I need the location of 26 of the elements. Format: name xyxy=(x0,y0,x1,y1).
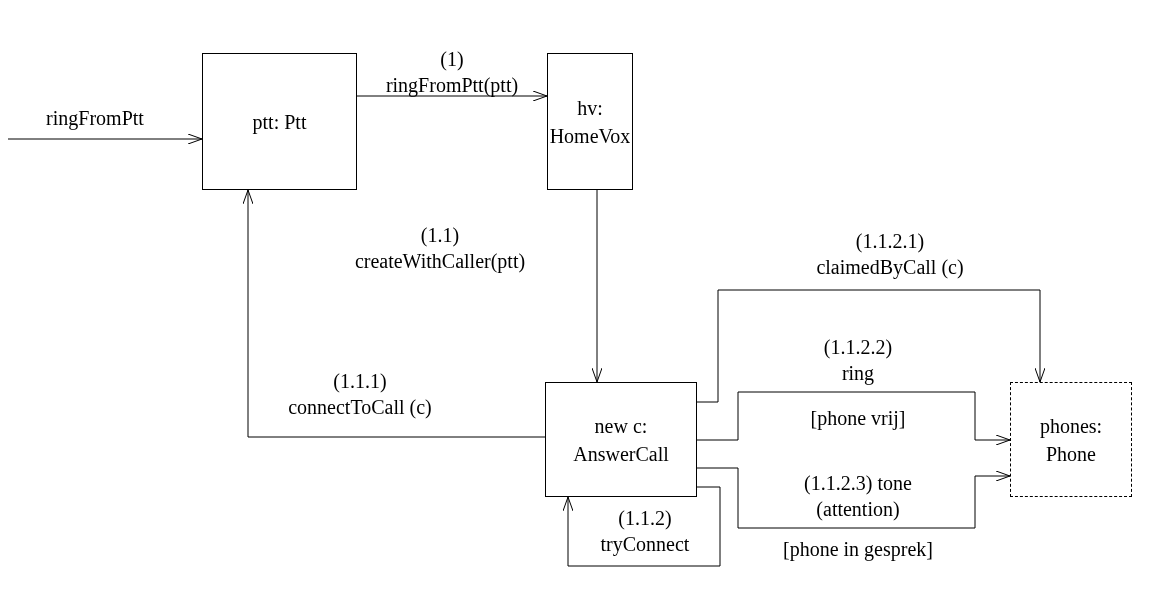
message-arrow xyxy=(696,391,1011,446)
object-name: hv: HomeVox xyxy=(549,95,631,149)
message-arrow xyxy=(696,289,1046,403)
object-box xyxy=(545,382,697,497)
message-arrow xyxy=(7,133,203,145)
guard-condition: [phone vrij] xyxy=(809,406,907,431)
message-arrow xyxy=(242,189,546,438)
message-label: (1.1) createWithCaller(ptt) xyxy=(353,223,527,274)
multi-object-box xyxy=(1010,382,1132,497)
message-label: (1.1.2.2) ring xyxy=(822,335,894,386)
guard-condition: [phone in gesprek] xyxy=(782,537,934,562)
object-name: phones: Phone xyxy=(1039,413,1103,467)
message-arrow xyxy=(591,189,603,383)
message-label: (1) ringFromPtt(ptt) xyxy=(384,47,520,98)
object-name: ptt: Ptt xyxy=(252,109,307,136)
object-name: new c: AnswerCall xyxy=(573,413,669,467)
message-arrow xyxy=(696,467,1011,529)
message-label: (1.1.2.3) tone (attention) xyxy=(803,471,913,522)
message-arrow xyxy=(562,486,721,567)
object-box xyxy=(547,53,633,190)
message-label: (1.1.1) connectToCall (c) xyxy=(287,369,433,420)
object-box xyxy=(202,53,357,190)
message-label: (1.1.2) tryConnect xyxy=(599,506,691,557)
message-label: ringFromPtt xyxy=(45,106,145,131)
message-arrow xyxy=(356,90,548,102)
message-label: (1.1.2.1) claimedByCall (c) xyxy=(815,229,965,280)
